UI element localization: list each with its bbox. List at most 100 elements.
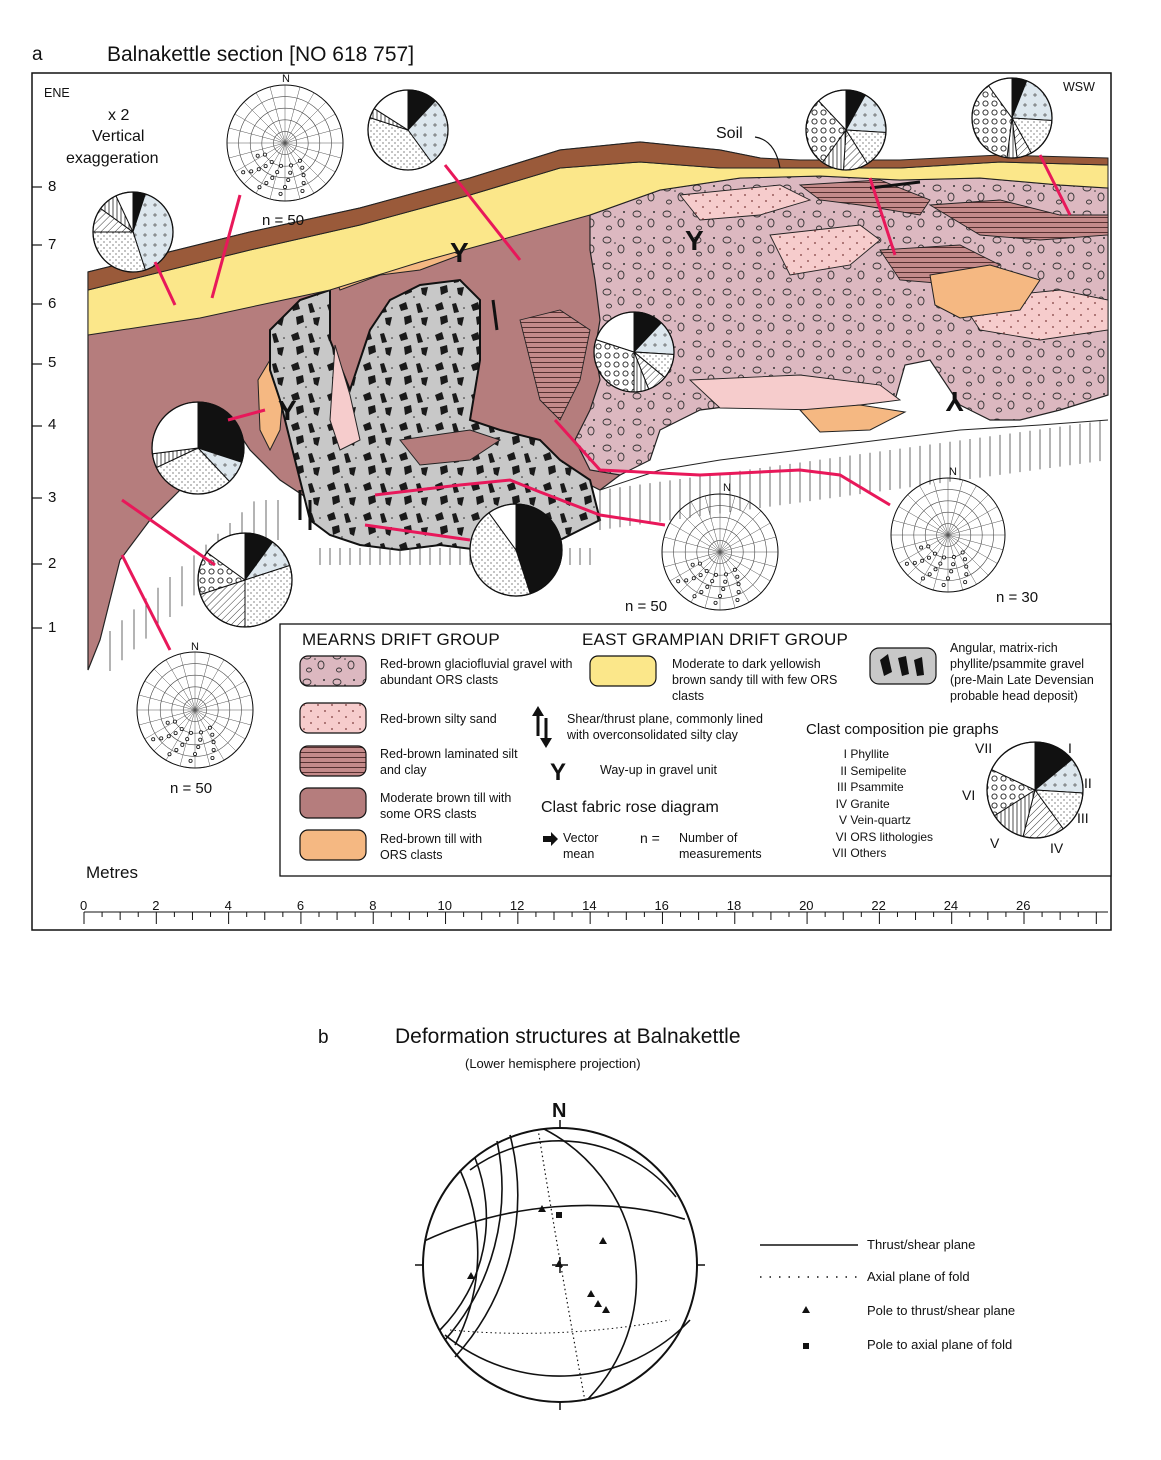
thrust-planes	[424, 1128, 691, 1400]
legend-pie-label-iii: III	[1077, 810, 1089, 826]
legend-pie-label-ii: II	[1084, 775, 1092, 791]
swatch-laminated	[299, 745, 367, 777]
pie-4	[92, 191, 174, 273]
cross-section-diagram: Y Y Y Y Y	[31, 72, 1112, 931]
rose-3-north: N	[949, 466, 957, 478]
rose-4-north: N	[191, 641, 199, 653]
laminated-band-2	[928, 199, 1109, 241]
laminated-band-1	[798, 179, 931, 216]
legend-brown-till-text: Moderate brown till with some ORS clasts	[380, 791, 512, 821]
legend-pie-label-v: V	[990, 835, 1000, 851]
stereonet	[415, 1120, 858, 1410]
shear-symbols	[298, 180, 921, 530]
pie-3	[971, 77, 1053, 159]
x-tick-label: 22	[871, 898, 886, 913]
section-base-line	[599, 419, 1109, 491]
x-tick-label: 6	[296, 898, 305, 913]
legend-pole-axial-text: Pole to axial plane of fold	[867, 1337, 1013, 1352]
legend-angular-gravel-text: Angular, matrix-rich phyllite/psammite g…	[950, 641, 1094, 703]
legend-rose-heading: Clast fabric rose diagram	[541, 799, 719, 816]
rose-diagram-4	[136, 651, 254, 769]
svg-text:Y: Y	[278, 395, 297, 426]
rose-4-n: n = 50	[170, 780, 213, 797]
exaggeration-line-2: Vertical	[92, 128, 145, 145]
legend-gravel-text: Red-brown glaciofluvial gravel with abun…	[380, 657, 573, 687]
legend-pie-label-i: I	[1068, 740, 1072, 756]
y-tick-6: 6	[48, 295, 57, 312]
legend-pie-label-vi: VI	[962, 787, 976, 803]
rose-2-north: N	[723, 482, 731, 494]
clast-pie-charts	[92, 77, 1053, 628]
pie-class-row: III Psammite	[836, 780, 904, 794]
y-tick-7: 7	[48, 236, 57, 253]
pie-class-list: I Phyllite II Semipelite III Psammite IV…	[805, 746, 955, 862]
way-up-symbols: Y Y Y Y	[278, 225, 964, 426]
panel-b-letter: b	[318, 1027, 329, 1048]
swatch-yellow-till	[589, 655, 657, 687]
rose-2-n: n = 50	[625, 598, 668, 615]
legend-pole-axial-icon	[803, 1343, 809, 1349]
legend-vector-mean: Vector mean	[563, 831, 599, 861]
rose-diagram-2	[661, 493, 779, 611]
legend-silty-sand-text: Red-brown silty sand	[380, 712, 497, 726]
x-axis-label: Metres	[86, 863, 138, 882]
pie-6	[151, 401, 245, 495]
x-tick-label: 2	[152, 898, 160, 913]
soil-label: Soil	[716, 125, 743, 142]
orientation-ene: ENE	[44, 86, 70, 100]
legend-pole-thrust-text: Pole to thrust/shear plane	[867, 1303, 1016, 1318]
legend-pie	[986, 741, 1084, 839]
legend-pie-heading: Clast composition pie graphs	[806, 721, 999, 738]
legend-shear-text: Shear/thrust plane, commonly lined with …	[567, 712, 763, 742]
x-tick-label: 12	[509, 898, 525, 913]
rose-diagram-3	[890, 477, 1006, 593]
x-tick-label: 8	[369, 898, 377, 913]
pole-to-axial	[556, 1212, 562, 1218]
legend-laminated-text: Red-brown laminated silt and clay	[380, 747, 518, 777]
legend-pie-chart	[986, 741, 1084, 839]
pie-class-row: VI ORS lithologies	[835, 829, 934, 844]
pie-7	[197, 532, 293, 628]
x-tick-label: 14	[582, 898, 597, 913]
pie-class-row: V Vein-quartz	[838, 813, 912, 827]
pie-class-row: IV Granite	[835, 796, 890, 811]
pie-8	[469, 503, 563, 597]
rose-diagrams	[136, 84, 1006, 769]
y-axis	[32, 186, 42, 629]
pie-class-row: VII Others	[832, 846, 887, 860]
legend-mearns-heading: MEARNS DRIFT GROUP	[302, 630, 500, 649]
pie-class-row: I Phyllite	[843, 747, 890, 761]
pie-5	[593, 311, 675, 393]
swatch-orange-till	[299, 829, 367, 861]
y-tick-2: 2	[48, 555, 57, 572]
vector-mean-icon	[543, 832, 558, 846]
section-frame	[31, 72, 1112, 931]
x-tick-label: 26	[1016, 898, 1031, 913]
panel-b-subtitle: (Lower hemisphere projection)	[465, 1056, 641, 1071]
legend-pie-label-vii: VII	[975, 740, 993, 756]
rose-3-n: n = 30	[996, 589, 1039, 606]
y-tick-8: 8	[48, 178, 57, 195]
legend-pole-thrust-icon	[802, 1306, 810, 1313]
brown-pocket-2	[399, 429, 502, 466]
rose-1-north: N	[282, 73, 290, 85]
pie-class-row: II Semipelite	[840, 763, 907, 778]
svg-text:Y: Y	[450, 237, 469, 268]
orange-till-lens-5	[798, 404, 907, 433]
y-tick-1: 1	[48, 619, 57, 636]
laminated-band-4	[519, 309, 591, 421]
stereonet-north: N	[552, 1100, 567, 1122]
swatch-brown-till	[299, 787, 367, 819]
x-tick-label: 16	[654, 898, 669, 913]
swatch-gravel	[299, 655, 367, 687]
x-tick-label: 18	[726, 898, 742, 913]
x-tick-label: 0	[80, 898, 88, 913]
legend-axial-text: Axial plane of fold	[867, 1269, 970, 1284]
poles-to-thrust	[467, 1205, 610, 1313]
rose-1-n: n = 50	[262, 212, 305, 229]
panel-a-letter: a	[32, 44, 43, 65]
x-tick-label: 10	[437, 898, 452, 913]
y-tick-4: 4	[48, 416, 57, 433]
y-tick-5: 5	[48, 354, 57, 371]
x-tick-label: 24	[943, 898, 959, 913]
